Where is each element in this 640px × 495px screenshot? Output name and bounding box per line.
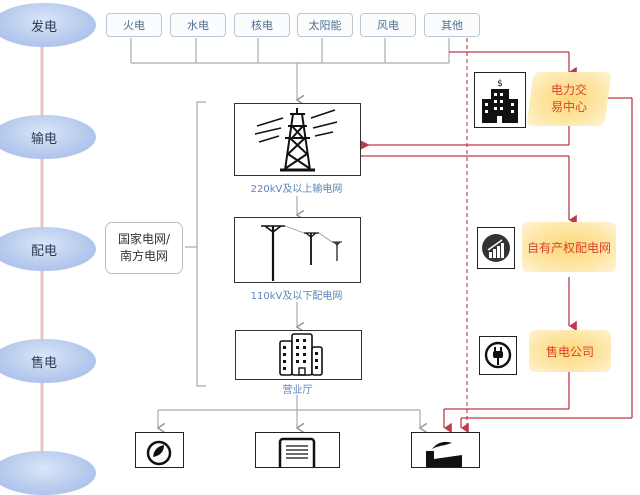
exchange-line2: 易中心 [550, 100, 587, 114]
stage-label: 输电 [30, 131, 57, 147]
exchange-line1: 电力交 [550, 83, 587, 97]
transmission-tower-icon [254, 108, 338, 172]
private-grid-label: 自有产权配电网 [526, 240, 611, 255]
retail-icon-box [479, 336, 517, 375]
consumer-green-box [135, 432, 184, 468]
source-solar: 太阳能 [297, 13, 353, 37]
source-other: 其他 [424, 13, 480, 37]
transmission-caption: 220kV及以上输电网 [250, 184, 343, 195]
flow-connectors [40, 38, 633, 462]
grid-operator: 国家电网/南方电网 [105, 222, 183, 274]
power-exchange-center: 电力交易中心 [526, 72, 612, 126]
distribution-grid-box [234, 217, 361, 283]
stage-distribution: 配电 [0, 227, 96, 271]
retail-company: 售电公司 [529, 330, 611, 372]
distribution-caption: 110kV及以下配电网 [250, 291, 343, 302]
svg-text:$: $ [497, 79, 503, 89]
retail-company-label: 售电公司 [545, 344, 594, 359]
stage-label: 售电 [30, 355, 57, 371]
source-thermal: 火电 [106, 13, 162, 37]
stage-generation: 发电 [0, 3, 96, 47]
source-wind: 风电 [360, 13, 416, 37]
exchange-icon-box: $ [474, 72, 526, 128]
grid-operator-line2: 南方电网 [119, 249, 168, 263]
service-hall-box [235, 330, 362, 380]
office-buildings-icon [279, 333, 323, 376]
utility-poles-icon [261, 225, 342, 281]
private-grid-icon-box [477, 227, 515, 269]
stage-label: 发电 [30, 19, 57, 35]
consumer-residential-box [255, 432, 340, 471]
power-plug-icon [484, 341, 512, 369]
stage-consumption [0, 451, 96, 495]
stage-transmission: 输电 [0, 115, 96, 159]
source-hydro: 水电 [170, 13, 226, 37]
stage-retail: 售电 [0, 339, 96, 383]
private-distribution-grid: 自有产权配电网 [522, 222, 616, 272]
consumer-industrial-box [411, 432, 480, 468]
transmission-grid-box [234, 103, 361, 176]
source-nuclear: 核电 [234, 13, 290, 37]
service-hall-caption: 营业厅 [282, 385, 313, 396]
growth-chart-icon [482, 234, 510, 262]
stage-label: 配电 [30, 243, 57, 259]
grid-operator-line1: 国家电网/ [117, 232, 171, 246]
exchange-building-icon: $ [482, 79, 518, 123]
